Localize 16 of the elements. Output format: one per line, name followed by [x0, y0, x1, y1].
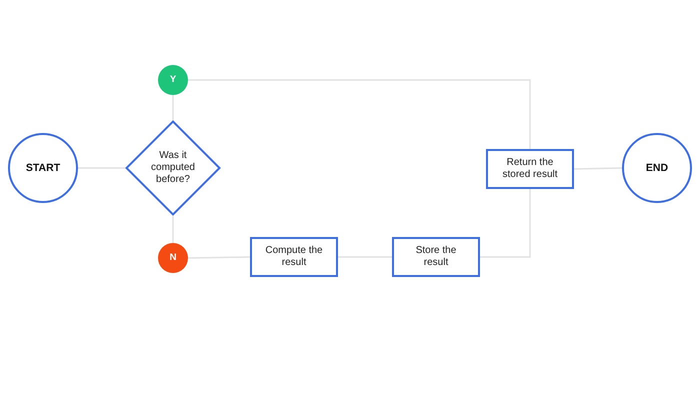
node-label: Store the result — [414, 245, 458, 269]
process-box — [250, 237, 338, 277]
node-label: N — [170, 252, 176, 264]
no-circle — [158, 243, 188, 273]
yes-circle — [158, 65, 188, 95]
node-label: START — [26, 162, 60, 174]
node-label: Was it computed before? — [150, 150, 196, 186]
node-label: Return the stored result — [501, 157, 559, 181]
node-label: END — [646, 162, 668, 174]
connector-line — [188, 79, 531, 149]
node-label: Y — [170, 74, 176, 86]
process-box — [486, 149, 574, 189]
connector-line — [480, 189, 531, 258]
node-label: Compute the result — [264, 245, 324, 269]
process-box — [392, 237, 480, 277]
decision-diamond — [125, 120, 221, 216]
